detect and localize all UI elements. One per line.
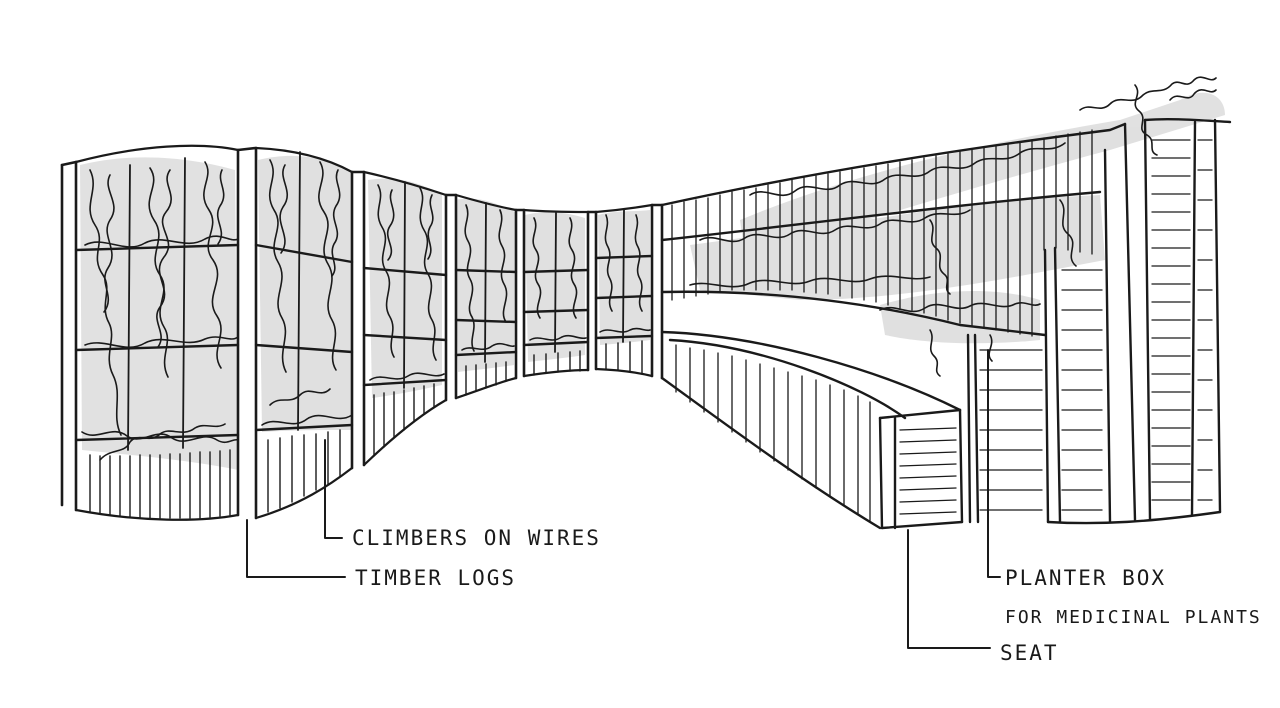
planter-wall-outline [660,117,1232,525]
leader-planter [987,349,1001,578]
timber-posts [60,146,664,520]
curved-seat [660,330,964,530]
label-timber-logs: TIMBER LOGS [355,566,516,590]
leader-timber [246,519,346,578]
label-seat: SEAT [1000,641,1059,665]
label-planter-box: PLANTER BOX [1005,566,1166,590]
planter-wall-slats [671,129,1093,337]
vertical-wires [127,151,625,451]
seat-slats [675,344,957,522]
label-climbers-on-wires: CLIMBERS ON WIRES [352,526,601,550]
lower-wall-slats [89,340,643,519]
climber-vines [81,159,651,461]
pillar-horizontal-slats [979,139,1213,511]
label-medicinal-plants: FOR MEDICINAL PLANTS [1005,607,1262,628]
lower-wall-base [74,367,654,521]
leader-lines [246,349,1001,649]
leader-seat [907,529,991,649]
leader-climbers [324,439,343,539]
planter-foliage [689,76,1217,377]
wall-top-edge [74,144,654,214]
